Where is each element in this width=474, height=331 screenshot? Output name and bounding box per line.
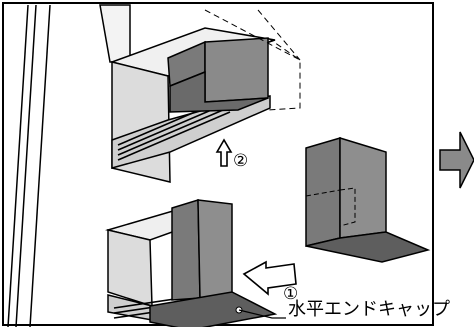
- callout-label: 水平エンドキャップ: [288, 299, 450, 320]
- wall-edge: [7, 4, 51, 328]
- arrow-up-icon: [215, 138, 233, 167]
- lower-unit: [105, 198, 278, 331]
- arrow-right-icon: [242, 260, 297, 296]
- arrow-next-icon: [439, 131, 474, 189]
- upper-unit: [99, 4, 301, 183]
- end-cap-piece: [305, 136, 431, 263]
- step-2-label: ②: [233, 151, 249, 171]
- callout-leader: [238, 309, 286, 319]
- step-1-label: ①: [283, 284, 299, 304]
